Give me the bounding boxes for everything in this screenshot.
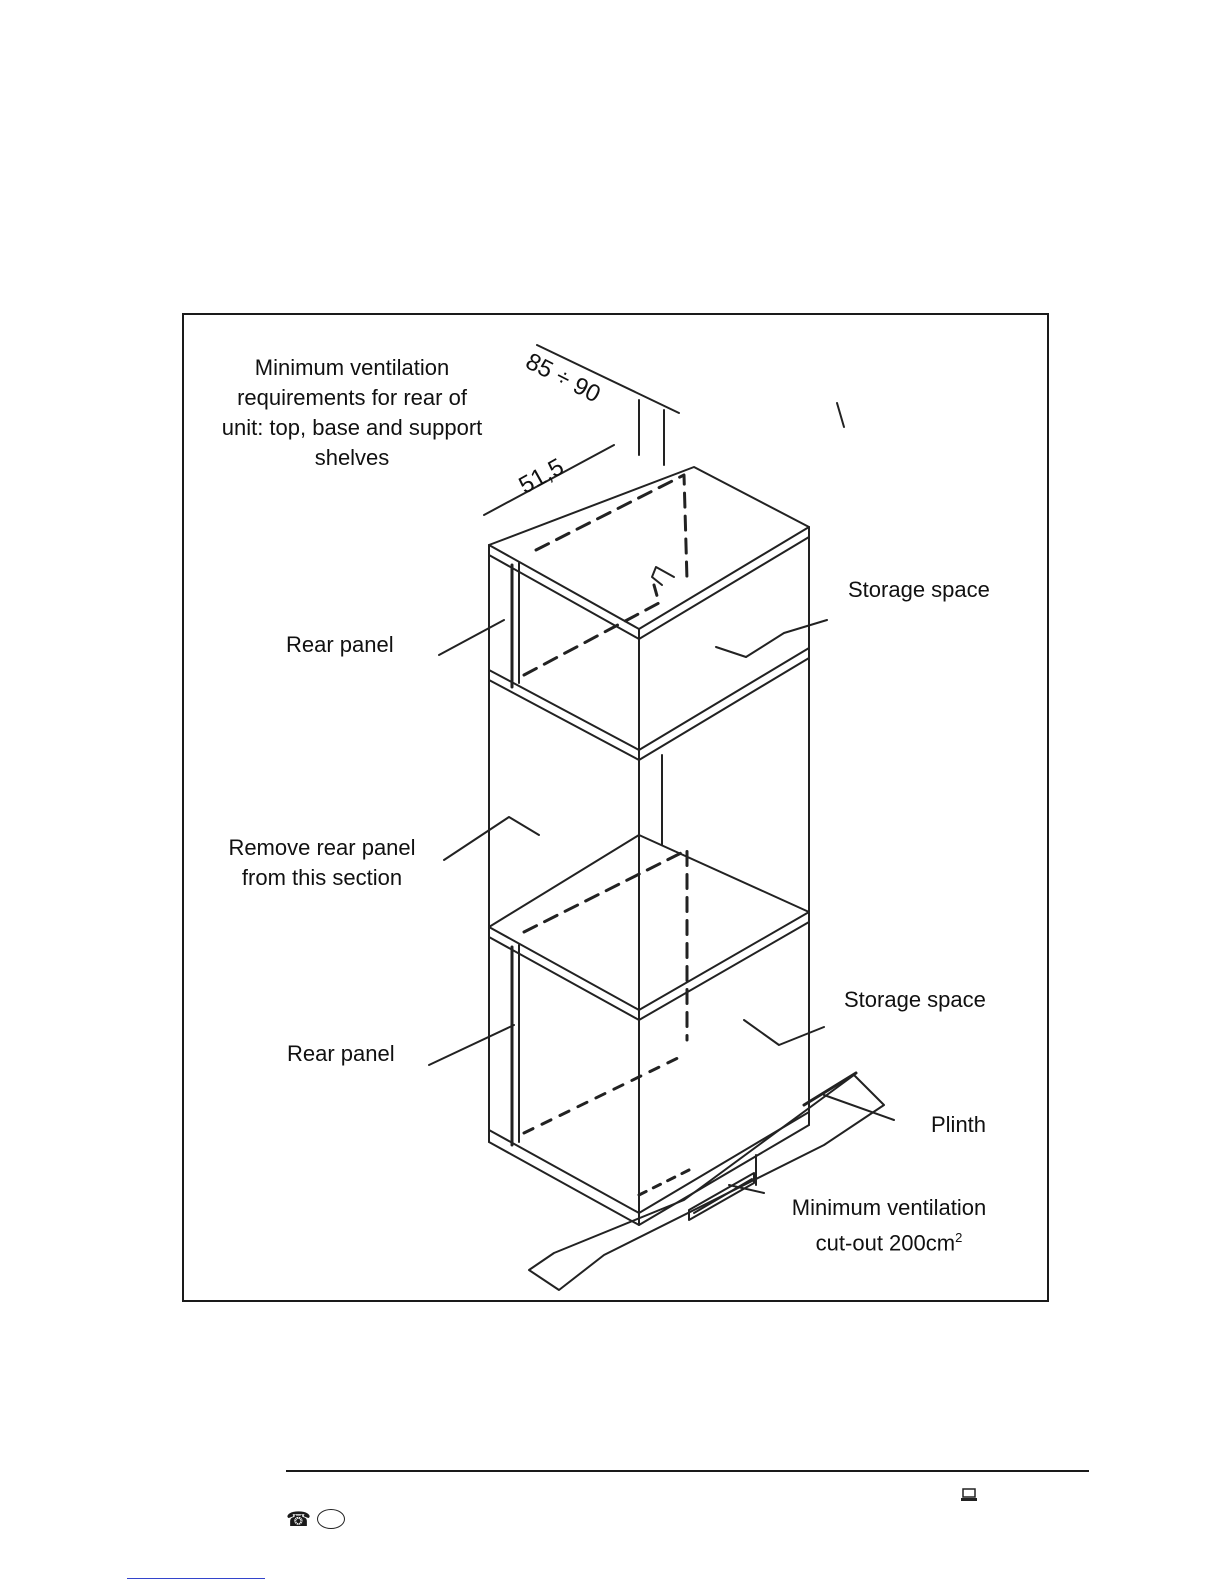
middle-shelf [489,835,809,1010]
bottom-link-underline[interactable] [127,1578,265,1579]
plinth-label: Plinth [931,1110,986,1140]
remove-rear-panel-label: Remove rear panel from this section [202,833,442,893]
ventilation-rear-label: Minimum ventilation requirements for rea… [202,353,502,473]
laptop-icon [960,1488,978,1502]
storage-space-bottom-label: Storage space [844,985,986,1015]
footer-contact: ☎ [286,1508,345,1530]
rear-panel-bottom-label: Rear panel [287,1039,395,1069]
installation-diagram: Minimum ventilation requirements for rea… [182,313,1049,1302]
rear-panel-top-label: Rear panel [286,630,394,660]
ventilation-cutout-label: Minimum ventilation cut-out 200cm2 [759,1193,1019,1258]
storage-space-top-label: Storage space [848,575,990,605]
footer-divider [286,1470,1089,1472]
circle-badge-icon [317,1509,345,1529]
phone-icon: ☎ [286,1509,311,1529]
